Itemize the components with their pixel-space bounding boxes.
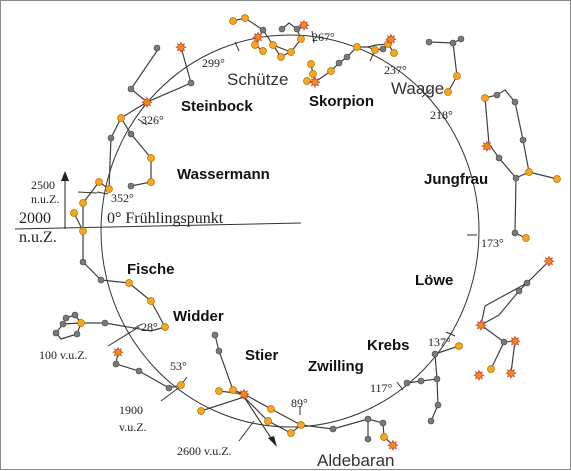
svg-text:✸: ✸ (544, 255, 555, 270)
epoch-pointers (77, 191, 255, 442)
degree-218: 218° (430, 108, 453, 122)
label-fische: Fische (127, 261, 175, 278)
epoch-2000-year: 2000 (19, 210, 51, 227)
svg-text:✸: ✸ (386, 33, 397, 48)
svg-text:✸: ✸ (506, 367, 517, 382)
degree-299: 299° (202, 56, 225, 70)
svg-text:✸: ✸ (310, 76, 321, 91)
ecliptic-circle (100, 34, 480, 428)
svg-text:✸: ✸ (113, 346, 124, 361)
equinox-label: 0° Frühlingspunkt (107, 210, 224, 227)
label-jungfrau: Jungfrau (424, 171, 488, 188)
aldebaran-arrow-head (268, 436, 277, 447)
label-wassermann: Wassermann (177, 166, 270, 183)
epoch-100: 100 v.u.Z. (39, 348, 88, 362)
svg-text:✸: ✸ (253, 31, 264, 46)
label-aldebaran: Aldebaran (317, 451, 395, 470)
degree-28: 28° (141, 320, 158, 334)
epoch-2000-suffix: n.u.Z. (19, 229, 57, 246)
epoch-arrow-head (61, 171, 69, 181)
epoch-1900-suffix: v.u.Z. (119, 420, 147, 434)
epoch-2500-year: 2500 (31, 178, 55, 192)
gray-stars (52, 25, 531, 443)
degree-137: 137° (428, 335, 451, 349)
svg-text:✸: ✸ (474, 369, 485, 384)
degree-267: 267° (312, 30, 335, 44)
svg-text:✸: ✸ (388, 439, 399, 454)
svg-text:✸: ✸ (482, 140, 493, 155)
svg-text:✸: ✸ (299, 19, 310, 34)
degree-173: 173° (481, 236, 504, 250)
label-stier: Stier (245, 347, 279, 364)
label-waage: Waage (391, 79, 444, 98)
label-widder: Widder (173, 308, 224, 325)
bright-stars: ✸ ✸ ✸ ✸ ✸ ✸ ✸ ✸ ✸ ✸ ✸ ✸ ✸ ✸ ✸ (112, 19, 555, 455)
degree-352: 352° (111, 191, 134, 205)
aldebaran-arrow-shaft (243, 396, 274, 442)
label-skorpion: Skorpion (309, 93, 374, 110)
degree-89: 89° (291, 396, 308, 410)
svg-text:✸: ✸ (176, 41, 187, 56)
degree-326: 326° (141, 113, 164, 127)
label-steinbock: Steinbock (181, 98, 253, 115)
svg-text:✸: ✸ (239, 388, 250, 403)
degree-117: 117° (370, 381, 393, 395)
svg-text:✸: ✸ (476, 319, 487, 334)
epoch-2600: 2600 v.u.Z. (177, 444, 232, 458)
label-zwilling: Zwilling (308, 358, 364, 375)
label-loewe: Löwe (415, 272, 453, 289)
epoch-2500-suffix: n.u.Z. (31, 192, 59, 206)
degree-53: 53° (170, 359, 187, 373)
label-schuetze: Schütze (227, 70, 288, 89)
label-krebs: Krebs (367, 337, 410, 354)
svg-text:✸: ✸ (510, 335, 521, 350)
svg-text:✸: ✸ (142, 96, 153, 111)
equinox-line (14, 222, 302, 230)
epoch-1900-year: 1900 (119, 403, 143, 417)
orange-stars (70, 14, 561, 441)
degree-237: 237° (384, 63, 407, 77)
